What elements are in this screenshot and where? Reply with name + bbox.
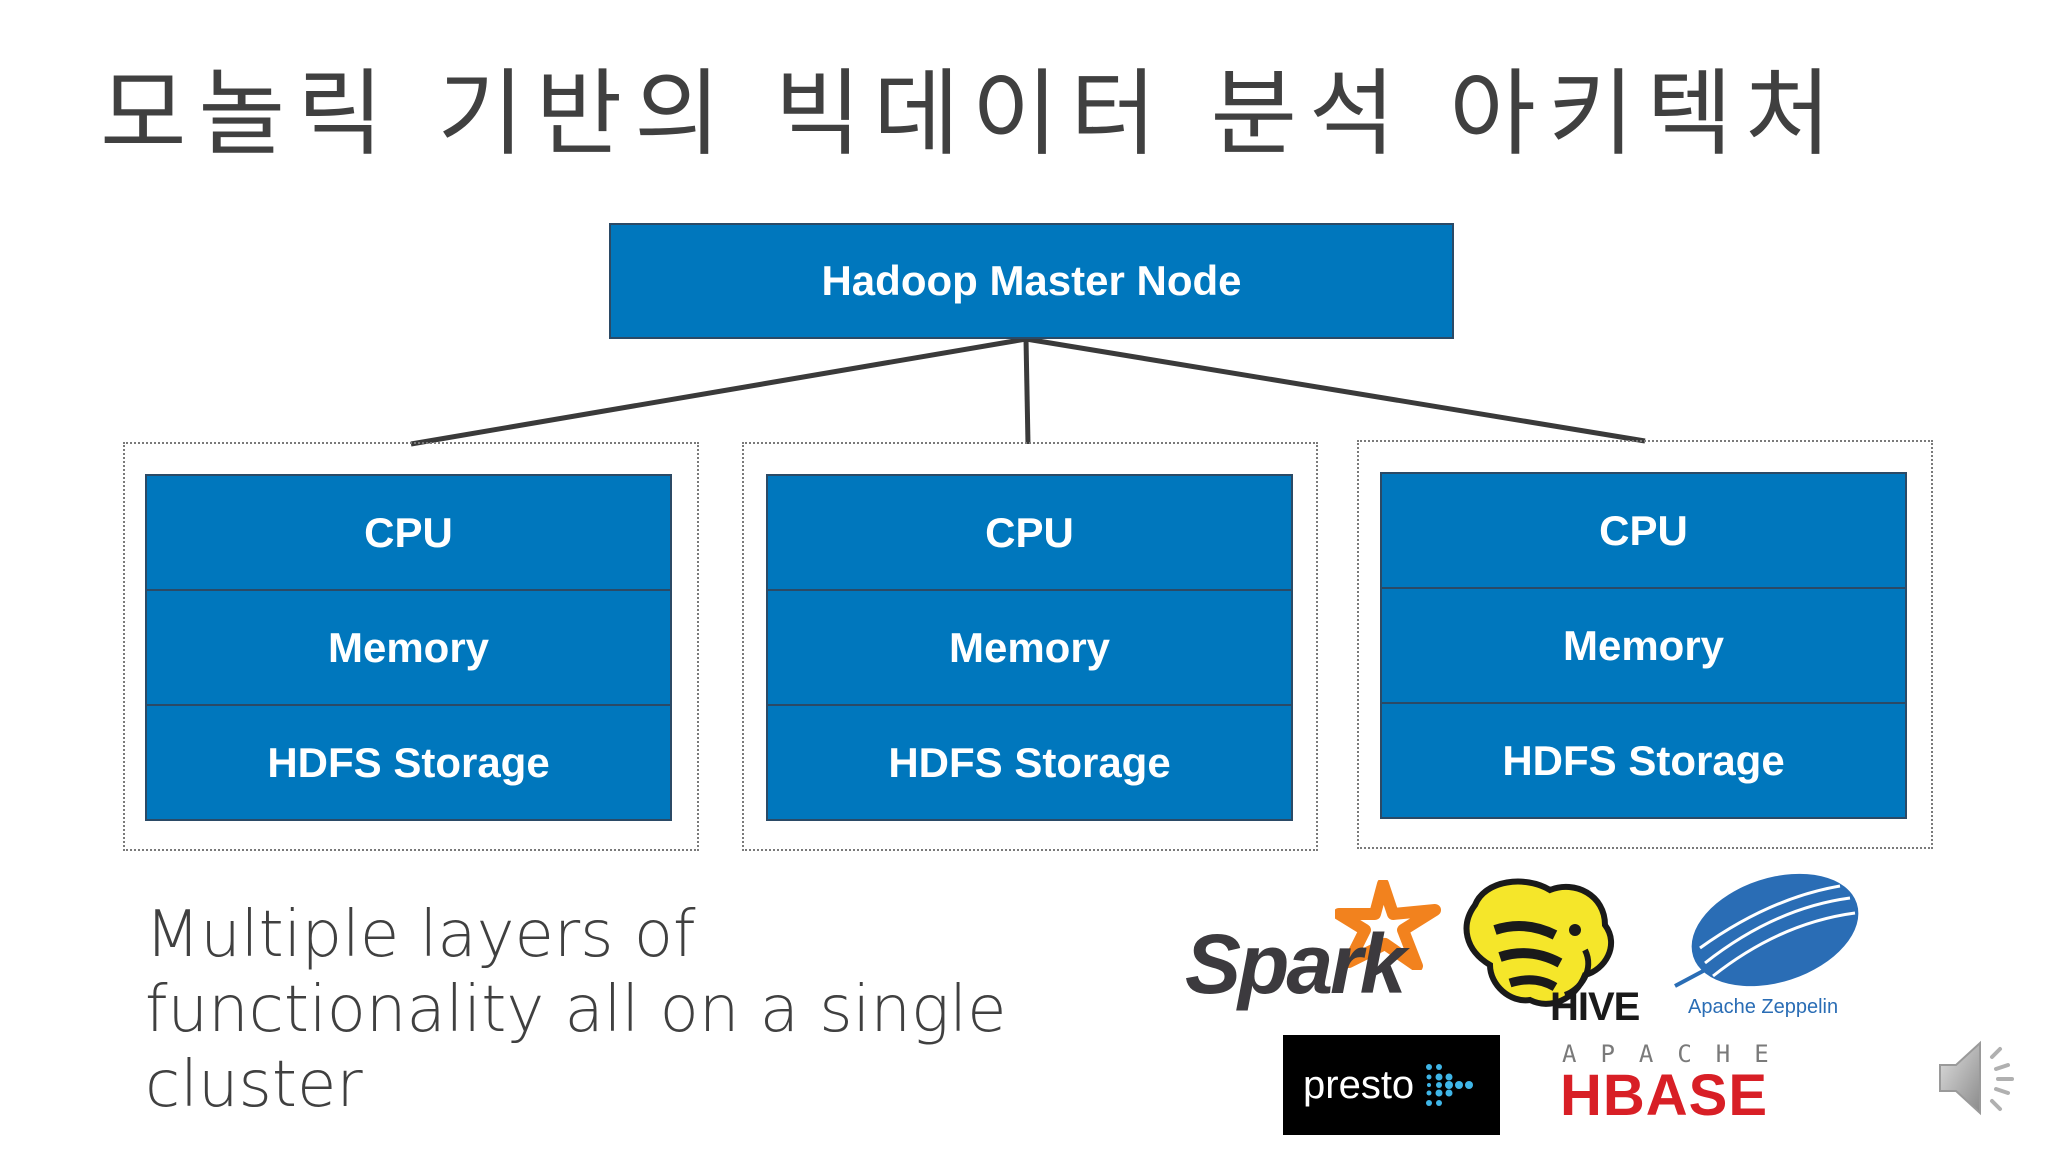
slide-caption: Multiple layers of functionality all on … bbox=[145, 898, 1007, 1122]
zeppelin-airship-icon bbox=[1674, 873, 1859, 988]
hbase-logo: APACHE HBASE bbox=[1560, 1040, 1840, 1128]
worker-node-2: CPU Memory HDFS Storage bbox=[766, 474, 1293, 821]
presto-wordmark: presto bbox=[1303, 1063, 1415, 1107]
hdfs-storage-layer: HDFS Storage bbox=[1382, 702, 1905, 817]
worker-cluster-1 bbox=[123, 442, 699, 851]
connector-left bbox=[410, 336, 1027, 447]
zeppelin-wordmark: Apache Zeppelin bbox=[1688, 996, 1839, 1018]
memory-layer: Memory bbox=[147, 589, 670, 704]
connector-center bbox=[1023, 338, 1031, 445]
slide-title: 모놀릭 기반의 빅데이터 분석 아키텍처 bbox=[100, 60, 1844, 169]
presto-logo: presto bbox=[1283, 1035, 1500, 1135]
cpu-layer: CPU bbox=[1382, 474, 1905, 587]
hive-wordmark: HIVE bbox=[1550, 985, 1640, 1029]
presto-arrow-dots-icon bbox=[1426, 1064, 1473, 1106]
worker-node-3: CPU Memory HDFS Storage bbox=[1380, 472, 1907, 819]
hive-logo: HIVE bbox=[1455, 875, 1640, 1029]
spark-star-icon bbox=[1335, 880, 1441, 970]
cpu-layer: CPU bbox=[768, 476, 1291, 589]
hadoop-master-node: Hadoop Master Node bbox=[609, 223, 1454, 339]
hdfs-storage-layer: HDFS Storage bbox=[768, 704, 1291, 819]
memory-layer: Memory bbox=[1382, 587, 1905, 702]
memory-layer: Memory bbox=[768, 589, 1291, 704]
spark-logo: Spark bbox=[1185, 880, 1441, 1020]
connector-right bbox=[1025, 336, 1646, 444]
cpu-layer: CPU bbox=[147, 476, 670, 589]
worker-cluster-3 bbox=[1357, 440, 1933, 849]
hbase-wordmark: HBASE bbox=[1560, 1063, 1769, 1128]
hive-elephant-bee-icon bbox=[1463, 878, 1614, 1007]
hdfs-storage-layer: HDFS Storage bbox=[147, 704, 670, 819]
worker-cluster-2 bbox=[742, 442, 1318, 851]
worker-node-1: CPU Memory HDFS Storage bbox=[145, 474, 672, 821]
speaker-icon[interactable] bbox=[1932, 1035, 2024, 1120]
zeppelin-logo: Apache Zeppelin bbox=[1665, 868, 1865, 1028]
hbase-apache-wordmark: APACHE bbox=[1562, 1040, 1793, 1068]
spark-wordmark: Spark bbox=[1185, 917, 1406, 1011]
